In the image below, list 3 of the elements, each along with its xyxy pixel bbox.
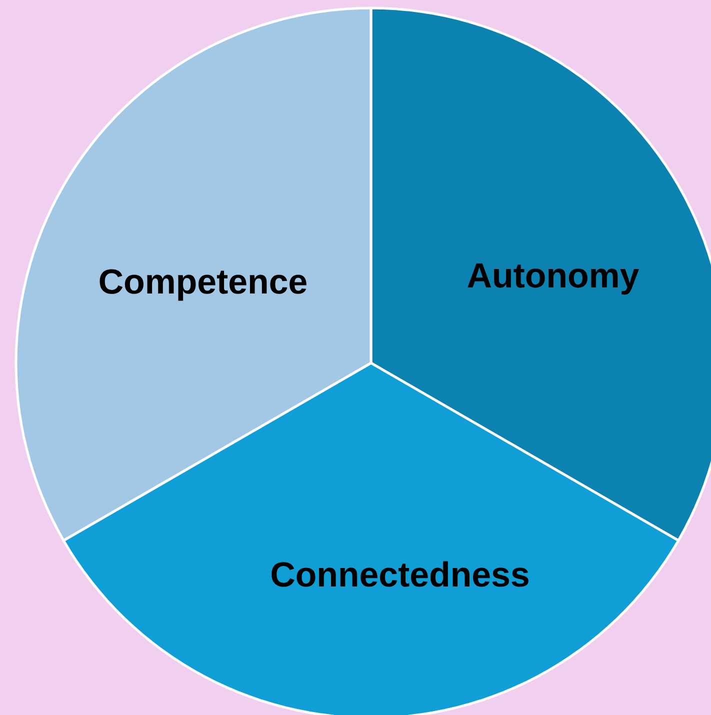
pie-slice: Autonomy <box>370 6 711 542</box>
pie-slice: Connectedness <box>62 362 680 715</box>
pie-slice: Competence <box>14 6 372 542</box>
